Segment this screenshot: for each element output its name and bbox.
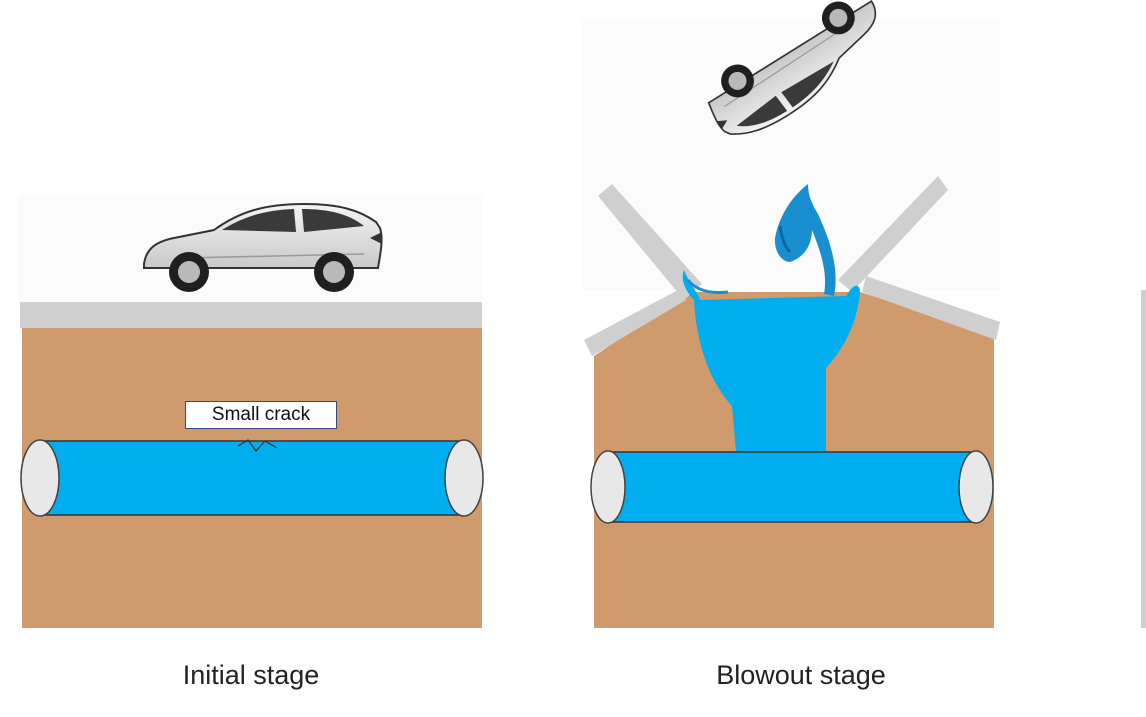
- initial-stage-panel: [18, 196, 484, 628]
- blowout-stage-panel: [582, 0, 1000, 628]
- road-slab-left-raised: [598, 184, 702, 300]
- small-crack-label: Small crack: [185, 401, 337, 429]
- road-slab-right-raised: [838, 176, 948, 292]
- initial-stage-caption: Initial stage: [182, 660, 320, 690]
- crack-mark: [237, 439, 278, 453]
- road-slab-right: [862, 276, 1000, 340]
- next-panel-edge: [1141, 290, 1146, 628]
- pipe-icon: [20, 439, 484, 517]
- water-splash-icon: [682, 184, 860, 452]
- road-slab-left: [584, 290, 686, 356]
- pipe-icon-2: [590, 450, 994, 524]
- blowout-stage-caption: Blowout stage: [716, 660, 886, 690]
- road-surface: [20, 302, 482, 328]
